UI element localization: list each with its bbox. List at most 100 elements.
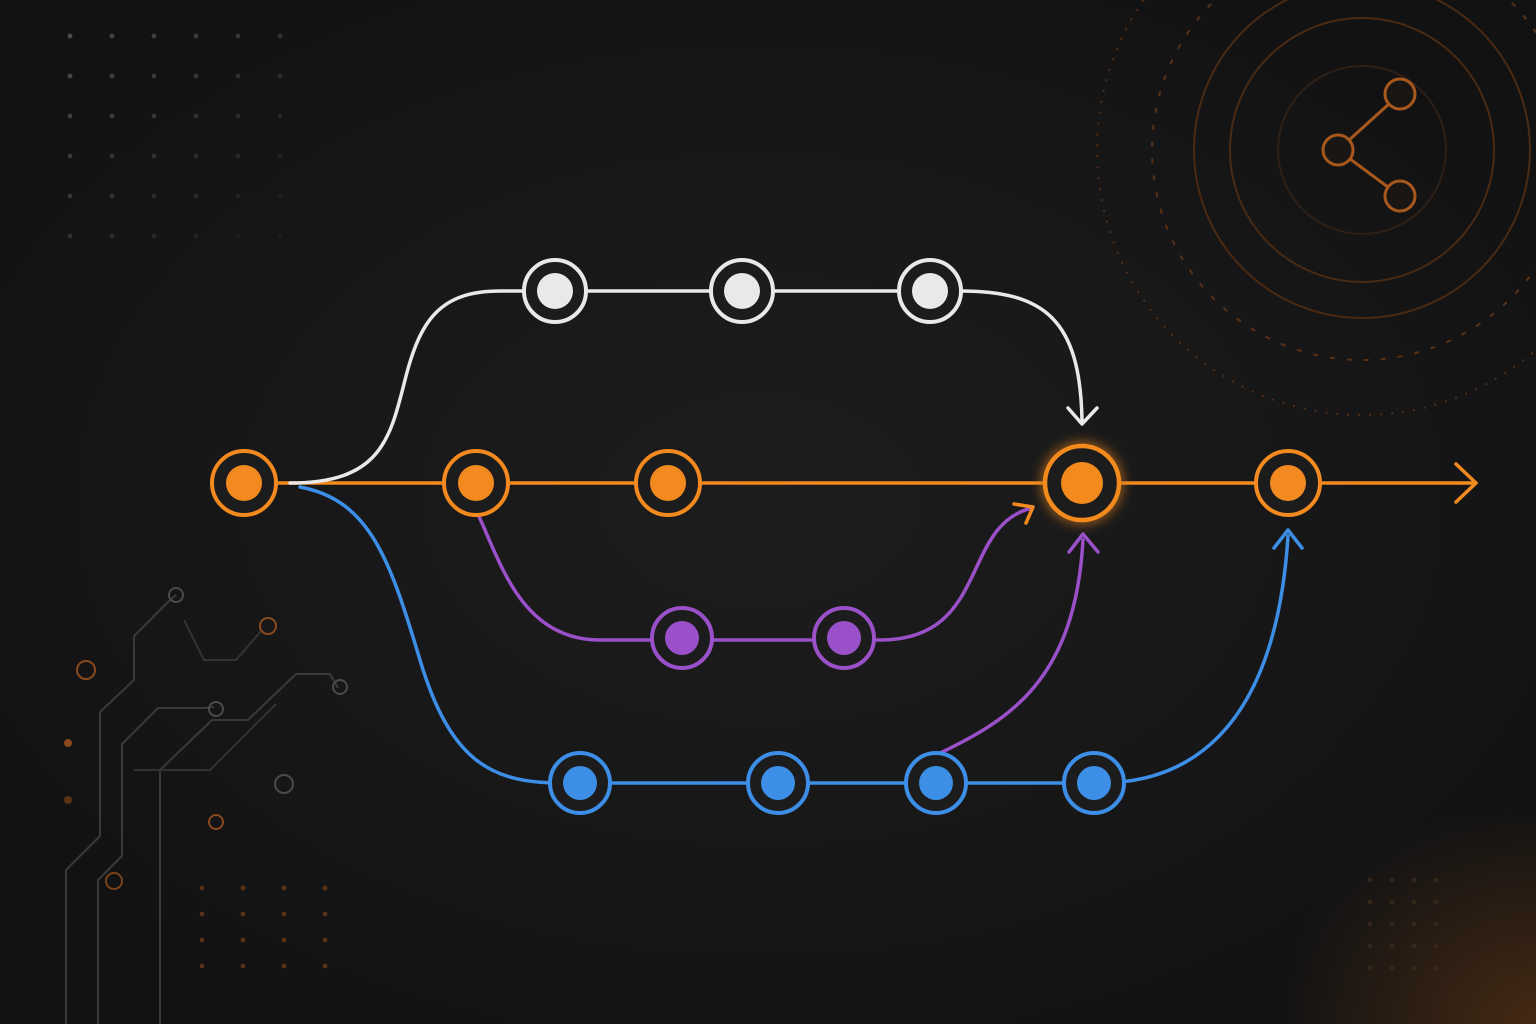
blue-commit-4 <box>1062 751 1126 815</box>
decor-dot <box>1389 921 1395 927</box>
decor-dot <box>281 885 287 891</box>
decor-dot <box>1367 877 1373 883</box>
decor-dot <box>193 113 199 119</box>
decor-dot <box>199 963 205 969</box>
decor-dot <box>1389 943 1395 949</box>
main-commit-5 <box>1254 449 1322 517</box>
purple-commit-1 <box>650 606 714 670</box>
main-commit-3 <box>634 449 702 517</box>
dot-grid-bottom-left <box>199 885 328 969</box>
decor-dot <box>281 963 287 969</box>
decor-dot <box>193 33 199 39</box>
decor-dot <box>109 113 115 119</box>
purple-merge-arrow-head-icon <box>1012 502 1035 525</box>
decor-dot <box>235 233 241 239</box>
decor-dot <box>193 73 199 79</box>
decor-dot <box>281 911 287 917</box>
decor-dot <box>1433 965 1439 971</box>
decor-dot <box>1367 965 1373 971</box>
feature-commit-2 <box>709 258 775 324</box>
decor-dot <box>67 193 73 199</box>
decor-dot <box>151 153 157 159</box>
decor-dot <box>109 193 115 199</box>
decor-dot <box>67 73 73 79</box>
decor-dot <box>193 153 199 159</box>
decor-dot <box>151 233 157 239</box>
main-commit-2 <box>442 449 510 517</box>
decor-dot <box>1367 943 1373 949</box>
decor-dot <box>1389 899 1395 905</box>
decor-dot <box>109 73 115 79</box>
decor-dot <box>67 33 73 39</box>
blue-branch-line <box>298 485 1290 785</box>
decor-dot <box>151 193 157 199</box>
decor-dot <box>1433 943 1439 949</box>
decor-dot <box>1389 965 1395 971</box>
decor-dot <box>1367 921 1373 927</box>
decor-dot <box>109 33 115 39</box>
decor-dot <box>240 911 246 917</box>
decor-dot <box>277 233 283 239</box>
decor-dot <box>1411 899 1417 905</box>
dot-grid-bottom-right <box>1367 877 1439 971</box>
circuit-traces <box>64 587 348 1024</box>
decor-dot <box>1433 877 1439 883</box>
decor-dot <box>1433 921 1439 927</box>
decor-dot <box>322 885 328 891</box>
decor-dot <box>1433 899 1439 905</box>
decor-dot <box>199 937 205 943</box>
decor-dot <box>193 233 199 239</box>
blue-to-main-merge-line <box>934 538 1085 757</box>
decor-dot <box>199 885 205 891</box>
decor-dot <box>1411 921 1417 927</box>
decor-dot <box>277 33 283 39</box>
blue-commit-3 <box>904 751 968 815</box>
decor-dot <box>277 73 283 79</box>
decor-dot <box>1411 943 1417 949</box>
decor-dot <box>277 113 283 119</box>
decor-dot <box>235 113 241 119</box>
decor-dot <box>1389 877 1395 883</box>
dot-grid-top-left <box>67 33 283 239</box>
decor-dot <box>277 153 283 159</box>
decor-dot <box>235 33 241 39</box>
decor-dot <box>322 937 328 943</box>
decor-dot <box>151 33 157 39</box>
feature-commit-3 <box>897 258 963 324</box>
blue-to-main-arrow-head-icon <box>1067 532 1100 554</box>
decor-dot <box>199 911 205 917</box>
blue-commit-1 <box>548 751 612 815</box>
main-arrow-right-icon <box>1454 462 1478 504</box>
decor-dot <box>322 963 328 969</box>
share-nodes-icon <box>1321 77 1417 213</box>
decor-dot <box>322 911 328 917</box>
decor-dot <box>240 885 246 891</box>
decor-dot <box>67 113 73 119</box>
decor-dot <box>240 963 246 969</box>
main-merge-commit <box>1042 443 1122 523</box>
decor-dot <box>109 153 115 159</box>
decor-dot <box>151 73 157 79</box>
decor-dot <box>151 113 157 119</box>
share-badge <box>1096 0 1536 416</box>
decor-dot <box>67 153 73 159</box>
blue-merge-arrow-head-icon <box>1272 528 1304 550</box>
blue-commit-2 <box>746 751 810 815</box>
decor-dot <box>193 193 199 199</box>
decor-dot <box>67 233 73 239</box>
main-commit-1 <box>210 449 278 517</box>
purple-branch-line <box>474 506 1034 642</box>
decor-dot <box>109 233 115 239</box>
decor-dot <box>235 153 241 159</box>
decor-dot <box>1367 899 1373 905</box>
feature-commit-1 <box>522 258 588 324</box>
decor-dot <box>281 937 287 943</box>
decor-dot <box>1411 965 1417 971</box>
decor-dot <box>277 193 283 199</box>
decor-dot <box>1411 877 1417 883</box>
decor-dot <box>235 193 241 199</box>
decor-dot <box>240 937 246 943</box>
decor-dot <box>235 73 241 79</box>
